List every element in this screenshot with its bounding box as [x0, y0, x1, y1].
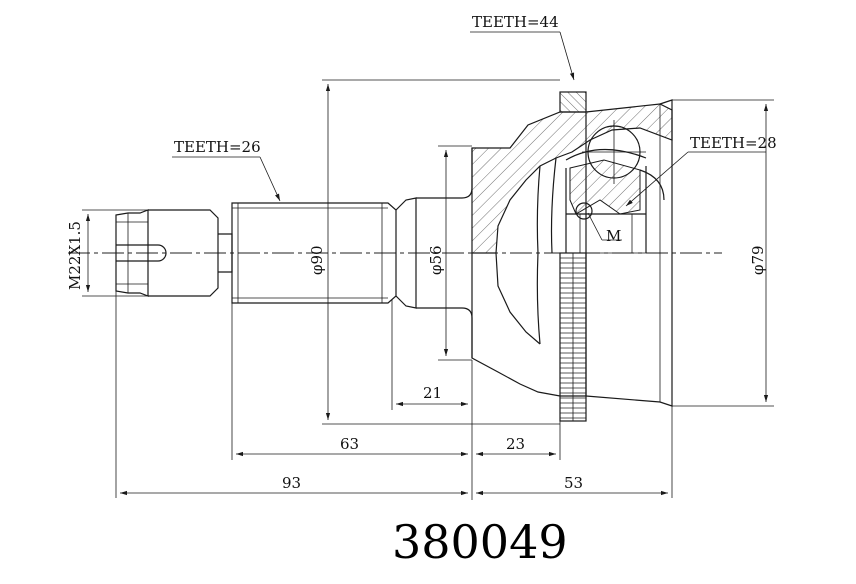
dim-l93: 93 — [282, 474, 301, 492]
label-teeth-inner: TEETH=28 — [690, 134, 777, 152]
leaders — [172, 31, 766, 241]
dim-l63: 63 — [340, 435, 359, 453]
outer-spline-tab — [559, 91, 587, 113]
threaded-stub — [115, 209, 219, 297]
dim-d56: φ56 — [427, 245, 445, 275]
label-ball: M — [606, 227, 621, 245]
label-thread: M22X1.5 — [66, 221, 84, 290]
dim-d79: φ79 — [749, 245, 767, 275]
dimension-lines — [82, 79, 774, 500]
dim-l21: 21 — [423, 384, 442, 402]
abs-ring — [559, 252, 587, 422]
dim-l23: 23 — [506, 435, 525, 453]
ball — [575, 120, 646, 220]
part-number: 380049 — [392, 515, 568, 569]
label-teeth-outer: TEETH=44 — [472, 13, 559, 31]
dim-l53: 53 — [564, 474, 583, 492]
inner-race — [565, 148, 665, 253]
dim-d90: φ90 — [308, 245, 326, 275]
label-teeth-shaft: TEETH=26 — [174, 138, 261, 156]
